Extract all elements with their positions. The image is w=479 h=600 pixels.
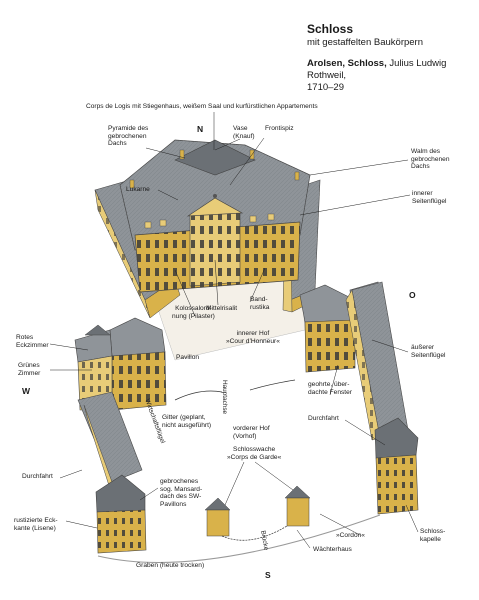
label-gebrochenes-dach: gebrochenes sog. Mansard- dach des SW- P… bbox=[160, 478, 203, 508]
caption-credit: Arolsen, Schloss, Julius Ludwig Rothweil… bbox=[307, 58, 475, 94]
gates-railing bbox=[174, 379, 296, 541]
label-waechterhaus: Wächterhaus bbox=[313, 546, 352, 553]
label-cordon: »Cordon« bbox=[336, 532, 365, 539]
label-vase: Vase (Knauf) bbox=[233, 125, 255, 140]
caption-place: Arolsen, Schloss, bbox=[307, 58, 387, 69]
label-pavillon: Pavillon bbox=[176, 354, 200, 361]
label-durchfahrt-east: Durchfahrt bbox=[308, 415, 339, 422]
compass-east: O bbox=[409, 290, 416, 300]
moat bbox=[97, 514, 381, 563]
label-schlosswache: Schlosswache »Corps de Garde« bbox=[227, 446, 282, 461]
label-rotes-eckzimmer: Rotes Eckzimmer bbox=[16, 334, 49, 349]
guard-houses bbox=[204, 485, 311, 537]
leader-lines bbox=[49, 112, 419, 549]
compass-west: W bbox=[22, 386, 31, 396]
west-pavilion bbox=[74, 317, 167, 411]
label-gruenes-zimmer: Grünes Zimmer bbox=[18, 362, 41, 377]
label-mittelrisalit: Mittelrisalit bbox=[206, 305, 238, 312]
label-geohrte-fenster: geohrte, über- dachte Fenster bbox=[308, 381, 352, 396]
label-vorderer-hof: vorderer Hof (Vorhof) bbox=[233, 425, 270, 440]
label-innerer-seitenfluegel: innerer Seitenflügel bbox=[412, 190, 447, 205]
caption-architect: Julius Ludwig Rothweil, bbox=[307, 58, 447, 81]
compass-south: S bbox=[265, 570, 271, 580]
label-innerer-hof: innerer Hof »Cour d’Honneur« bbox=[226, 330, 280, 345]
label-graben: Graben (heute trocken) bbox=[136, 562, 205, 569]
label-durchfahrt-west: Durchfahrt bbox=[22, 473, 53, 480]
label-walm: Walm des gebrochenen Dachs bbox=[411, 148, 450, 171]
page-title: Schloss bbox=[307, 22, 354, 36]
label-frontispiz: Frontispiz bbox=[265, 125, 294, 132]
label-aeusserer-seitenfluegel: äußerer Seitenflügel bbox=[411, 344, 446, 359]
label-kolossalordnung: Kolossalord- nung (Pilaster) bbox=[172, 305, 215, 320]
compass-north: N bbox=[197, 124, 204, 134]
label-gitter: Gitter (geplant, nicht ausgeführt) bbox=[162, 414, 212, 429]
label-pyramide: Pyramide des gebrochenen Dachs bbox=[108, 125, 149, 148]
label-bandrustika: Band- rustika bbox=[250, 296, 270, 311]
label-hauptachse: Hauptachse bbox=[221, 380, 228, 415]
corps-de-logis bbox=[119, 139, 311, 293]
east-outer-wing bbox=[345, 281, 409, 441]
sw-pavilion bbox=[95, 474, 147, 554]
label-rustizierte-eckkante: rustizierte Eck- kante (Lisene) bbox=[14, 517, 58, 532]
page-subtitle: mit gestaffelten Baukörpern bbox=[307, 37, 424, 48]
se-pavilion bbox=[374, 417, 419, 515]
label-lukarne: Lukarne bbox=[126, 186, 150, 193]
label-schlosskapelle: Schloss- kapelle bbox=[420, 528, 446, 543]
caption-year: 1710–29 bbox=[307, 82, 344, 93]
west-outer-wing bbox=[77, 391, 143, 496]
label-corps-de-logis: Corps de Logis mit Stiegenhaus, weißem S… bbox=[86, 103, 318, 110]
